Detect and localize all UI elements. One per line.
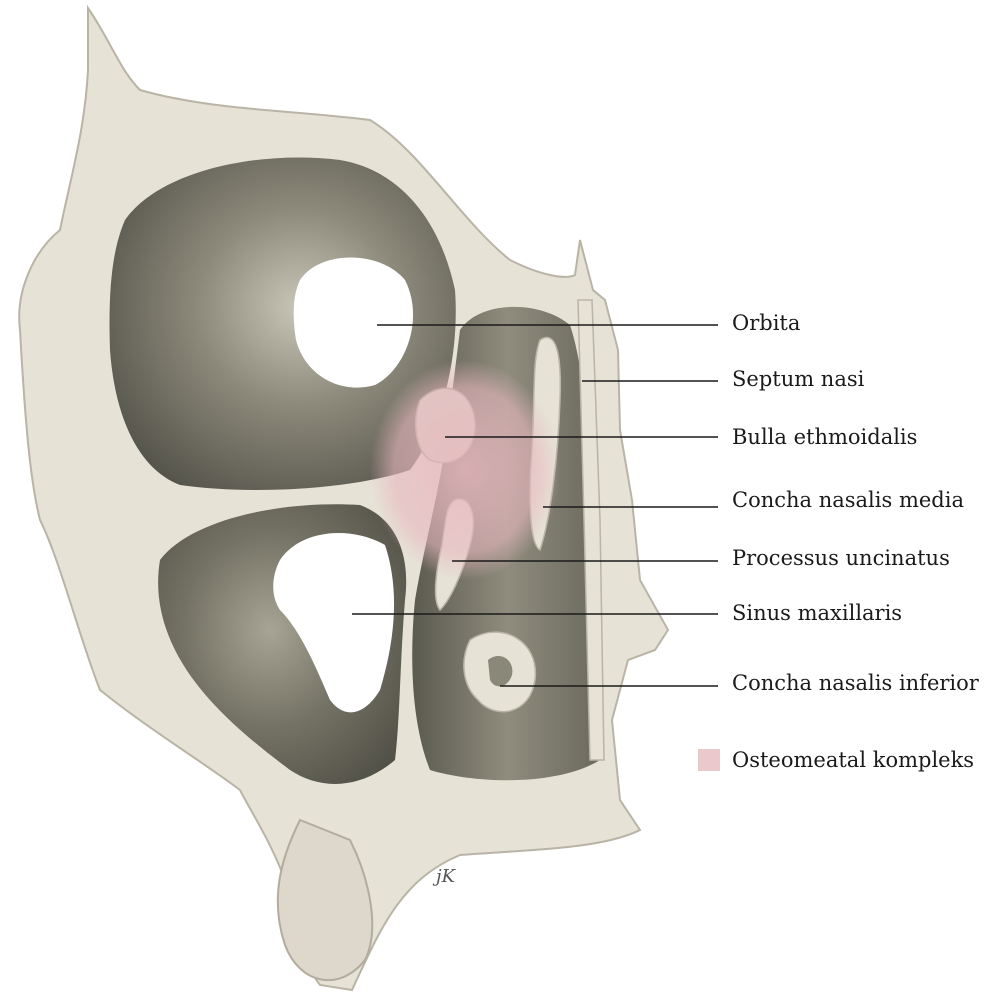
osteomeatal-complex-highlight <box>370 360 560 580</box>
label-orbita: Orbita <box>732 313 800 334</box>
label-sinus-maxillaris: Sinus maxillaris <box>732 603 902 624</box>
legend-swatch <box>698 749 720 771</box>
legend-label: Osteomeatal kompleks <box>732 750 974 771</box>
label-septum-nasi: Septum nasi <box>732 369 864 390</box>
label-processus-uncinatus: Processus uncinatus <box>732 548 950 569</box>
label-concha-nasalis-inferior: Concha nasalis inferior <box>732 673 979 694</box>
label-bulla-ethmoidalis: Bulla ethmoidalis <box>732 427 917 448</box>
label-concha-nasalis-media: Concha nasalis media <box>732 490 964 511</box>
artist-signature: jK <box>432 866 457 887</box>
